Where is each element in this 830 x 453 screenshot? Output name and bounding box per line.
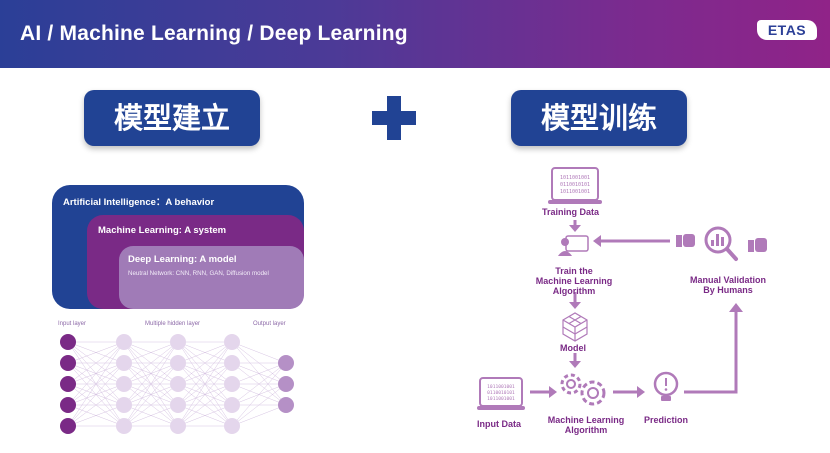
- training-data-monitor-icon: 1011001001 0110010101 1011001001: [548, 167, 602, 204]
- nn-node: [278, 376, 294, 392]
- nn-node: [170, 418, 186, 434]
- ml-algorithm-label: Machine Learning Algorithm: [547, 415, 625, 435]
- nn-node: [170, 334, 186, 350]
- model-label: Model: [560, 343, 586, 353]
- slide-title: AI / Machine Learning / Deep Learning: [20, 22, 408, 45]
- ml-label: Machine Learning: A system: [98, 225, 227, 236]
- nn-node: [116, 418, 132, 434]
- nn-edge: [67, 341, 125, 406]
- magnifier-chart-icon: [704, 226, 738, 261]
- nn-edge: [231, 404, 287, 427]
- nn-node: [278, 355, 294, 371]
- nn-node: [116, 376, 132, 392]
- manual-validation-label: Manual Validation By Humans: [689, 275, 766, 295]
- plus-icon: [372, 96, 416, 140]
- train-algorithm-label: Train the Machine Learning Algorithm: [535, 266, 613, 296]
- svg-text:0110010101: 0110010101: [560, 182, 590, 188]
- nn-edge: [123, 341, 179, 364]
- model-training-heading: 模型训练: [511, 90, 687, 146]
- dl-label: Deep Learning: A model: [128, 254, 237, 265]
- nn-node: [170, 376, 186, 392]
- gears-icon: [560, 373, 606, 406]
- model-cube-icon: [562, 312, 588, 342]
- nn-node: [224, 418, 240, 434]
- nn-edge: [67, 404, 125, 427]
- model-building-heading: 模型建立: [84, 90, 260, 146]
- nn-edge: [231, 362, 287, 406]
- etas-logo: ETAS: [757, 20, 817, 40]
- nn-edge: [123, 404, 179, 427]
- hidden-layer-label: Multiple hidden layer: [145, 321, 201, 327]
- svg-text:1011001001: 1011001001: [487, 384, 515, 390]
- person-computer-icon: [558, 235, 589, 256]
- nn-edge: [67, 341, 125, 364]
- svg-text:1011001001: 1011001001: [487, 396, 515, 402]
- nn-node: [224, 334, 240, 350]
- nn-edge: [67, 362, 125, 427]
- svg-text:1011001001: 1011001001: [560, 175, 590, 181]
- nn-node: [116, 355, 132, 371]
- nn-node: [224, 376, 240, 392]
- nn-edge: [177, 404, 233, 427]
- nn-node: [60, 334, 76, 350]
- nn-node: [170, 397, 186, 413]
- nn-edge: [67, 341, 125, 427]
- nn-edge: [177, 341, 233, 385]
- nn-node: [116, 334, 132, 350]
- input-data-label: Input Data: [477, 419, 521, 429]
- nn-edge: [177, 341, 233, 364]
- lightbulb-icon: [653, 371, 679, 401]
- nn-node: [278, 397, 294, 413]
- nn-edge: [177, 341, 233, 427]
- svg-text:1011001001: 1011001001: [560, 189, 590, 195]
- nn-edge: [177, 362, 233, 427]
- training-data-label: Training Data: [542, 207, 600, 217]
- nn-node: [60, 355, 76, 371]
- nn-edge: [177, 341, 233, 406]
- nn-edge: [123, 341, 179, 406]
- nn-edge: [123, 341, 179, 427]
- neural-network-diagram: [60, 334, 294, 434]
- nn-edge: [231, 362, 287, 427]
- nn-edge: [67, 383, 125, 427]
- thumbs-up-icon: [748, 238, 767, 252]
- thumbs-down-icon: [676, 234, 695, 247]
- nn-node: [60, 376, 76, 392]
- nn-edge: [123, 341, 179, 385]
- nn-node: [60, 418, 76, 434]
- input-data-monitor-icon: 1011001001 0110010101 1011001001: [477, 377, 525, 410]
- nn-node: [224, 355, 240, 371]
- prediction-label: Prediction: [644, 415, 689, 425]
- ai-label: Artificial Intelligence：A behavior: [63, 197, 215, 208]
- nn-node: [170, 355, 186, 371]
- output-layer-label: Output layer: [253, 321, 286, 327]
- nn-node: [224, 397, 240, 413]
- dl-box: Deep Learning: A model Neutral Network: …: [119, 246, 304, 309]
- nn-node: [60, 397, 76, 413]
- nn-edge: [123, 383, 179, 427]
- training-flow-diagram: 1011001001 0110010101 1011001001 1011001…: [477, 167, 767, 410]
- input-layer-label: Input layer: [58, 321, 87, 327]
- nn-edge: [231, 383, 287, 427]
- nn-edge: [123, 362, 179, 427]
- nn-edge: [231, 341, 287, 364]
- svg-text:0110010101: 0110010101: [487, 390, 515, 396]
- nn-edge: [231, 362, 287, 385]
- nn-edge: [177, 383, 233, 427]
- title-bar: AI / Machine Learning / Deep Learning ET…: [0, 0, 830, 68]
- dl-sublabel: Neutral Network: CNN, RNN, GAN, Diffusio…: [128, 270, 269, 277]
- nn-node: [116, 397, 132, 413]
- nn-edge: [67, 341, 125, 385]
